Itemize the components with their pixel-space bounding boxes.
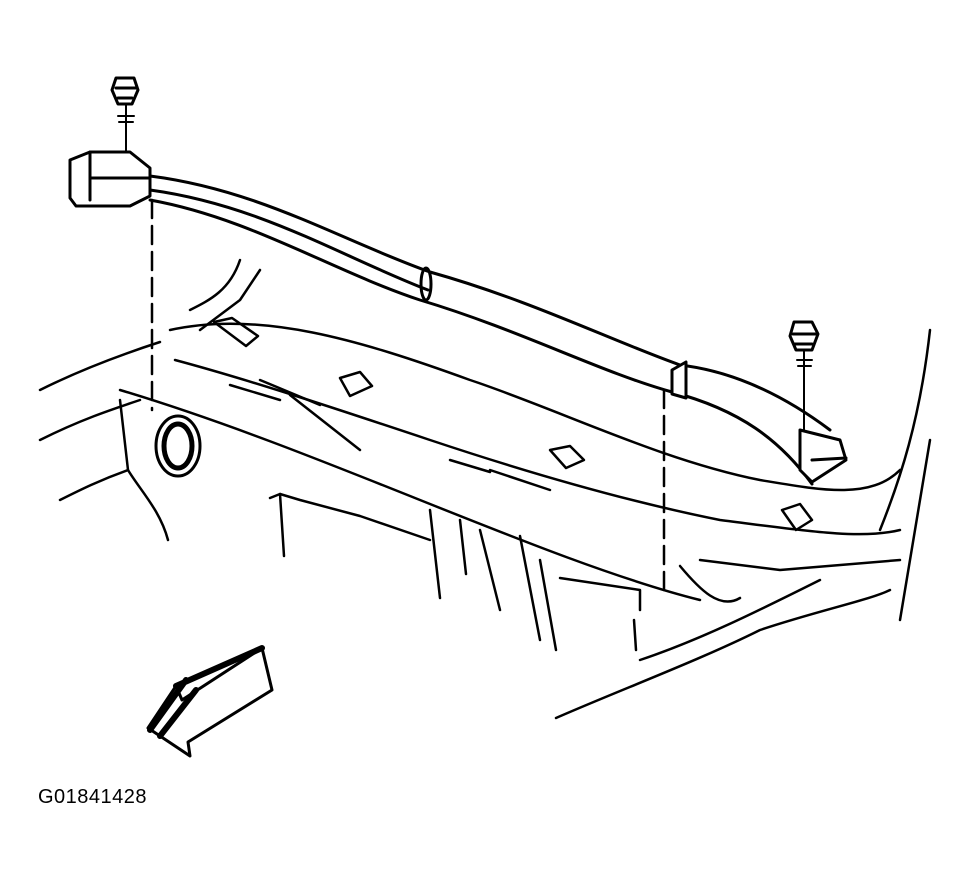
engine-bay bbox=[268, 492, 742, 652]
seal-ring bbox=[154, 414, 202, 478]
right-bolt bbox=[788, 320, 820, 433]
fender-right bbox=[554, 578, 892, 720]
cowl-panel bbox=[68, 150, 848, 486]
forward-arrow-icon bbox=[146, 645, 274, 758]
figure-id-label: G01841428 bbox=[38, 786, 148, 808]
fender-left bbox=[58, 398, 170, 542]
alignment-lines bbox=[150, 198, 666, 592]
cowl-base bbox=[38, 258, 932, 622]
